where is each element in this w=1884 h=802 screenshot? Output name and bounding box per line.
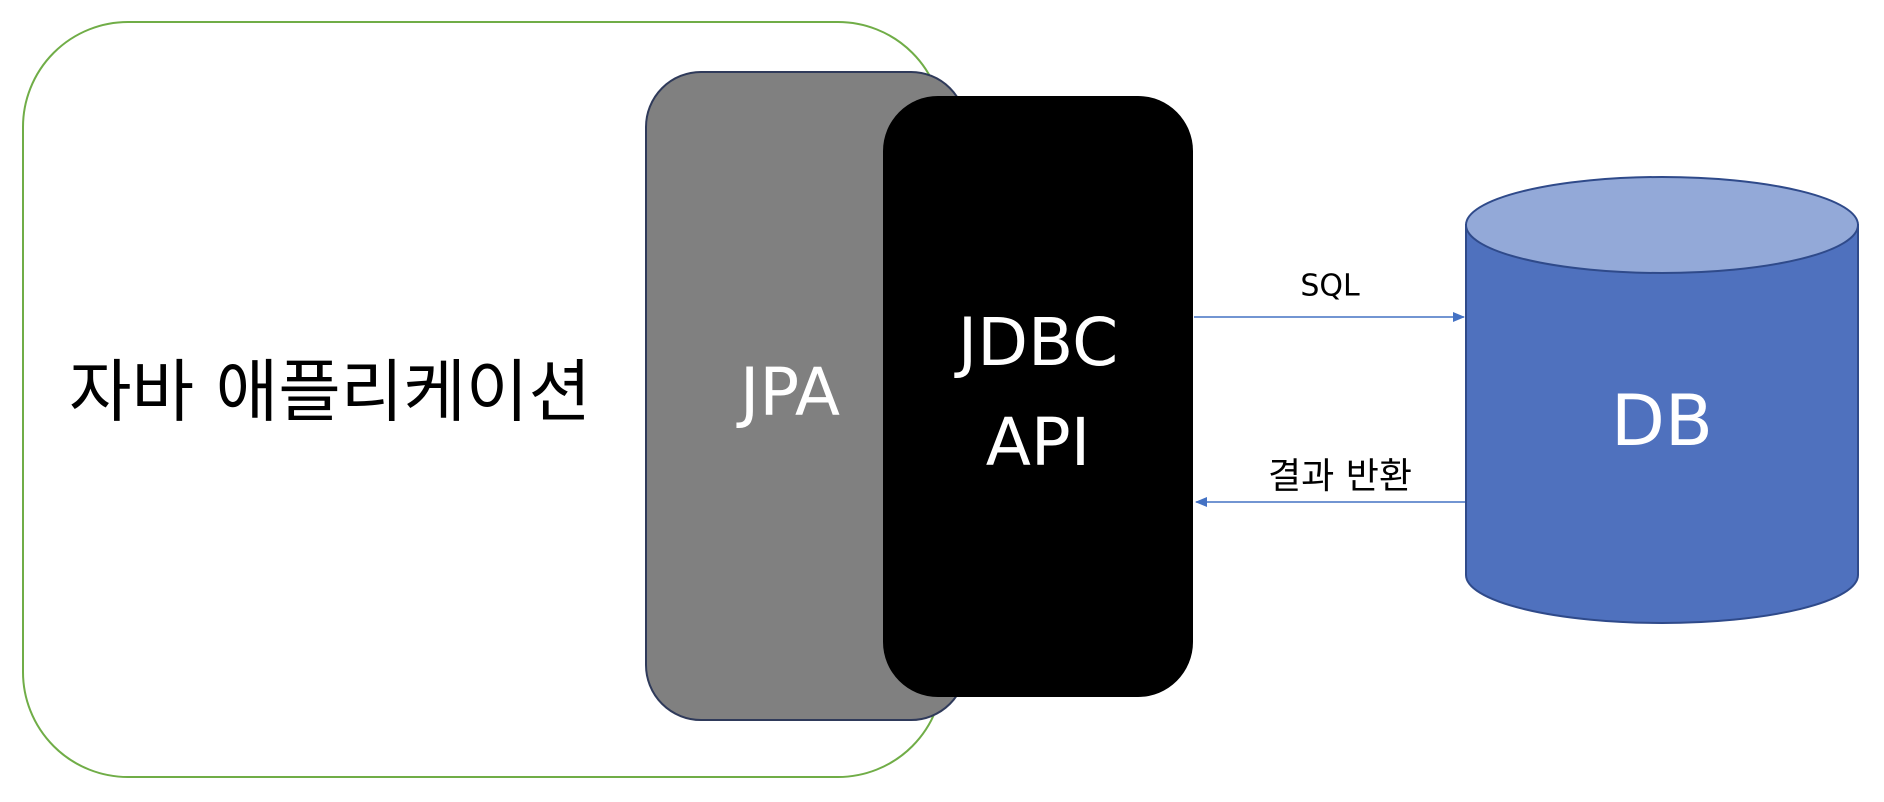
db-cylinder-body — [1465, 224, 1859, 624]
db-cylinder — [1465, 176, 1859, 624]
db-label: DB — [1611, 380, 1713, 462]
result-label: 결과 반환 — [1268, 456, 1412, 497]
jpa-label: JPA — [736, 354, 840, 431]
db-cylinder-top — [1465, 176, 1859, 274]
jdbc-label-line2: API — [986, 404, 1090, 481]
sql-label: SQL — [1300, 269, 1360, 304]
jdbc-api-box — [883, 96, 1193, 697]
jdbc-label-line1: JDBC — [954, 304, 1119, 381]
java-application-label: 자바 애플리케이션 — [69, 354, 591, 433]
